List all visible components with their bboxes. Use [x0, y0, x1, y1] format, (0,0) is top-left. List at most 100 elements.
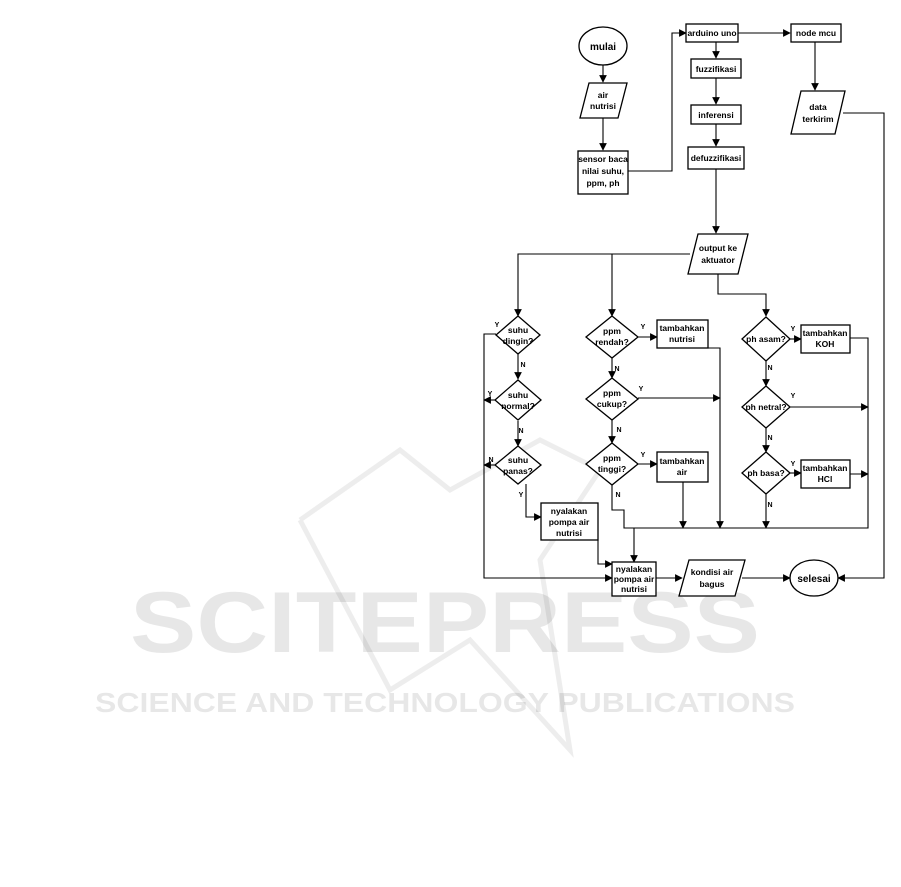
- node-kondisi-air-line: kondisi air: [691, 567, 734, 577]
- node-air-nutrisi-line: air: [598, 90, 609, 100]
- node-data-terkirim-line: data: [809, 102, 827, 112]
- label-y: Y: [488, 391, 493, 398]
- node-tambah-air-line: air: [677, 467, 688, 477]
- node-ppm-cukup-line: ppm: [603, 388, 621, 398]
- node-sensor-line: nilai suhu,: [582, 166, 624, 176]
- node-ppm-cukup-line: cukup?: [597, 399, 627, 409]
- edge-data-to-selesai: [837, 112, 885, 582]
- node-mulai-label: mulai: [590, 42, 616, 53]
- label-n: N: [518, 428, 523, 435]
- node-ppm-rendah: ppm rendah?: [584, 315, 640, 359]
- node-ph-asam: ph asam?: [741, 316, 791, 362]
- node-inferensi-label: inferensi: [698, 110, 733, 120]
- edge-suhu-dingin-yes: [483, 333, 613, 582]
- node-tambah-hcl-line: tambahkan: [803, 463, 848, 473]
- node-inferensi: inferensi: [690, 104, 742, 125]
- label-n: N: [767, 435, 772, 442]
- node-output-aktuator: output ke aktuator: [687, 233, 749, 275]
- node-defuzzifikasi: defuzzifikasi: [687, 146, 745, 170]
- node-sensor-line: ppm, ph: [586, 178, 619, 188]
- node-tambah-koh-line: tambahkan: [803, 328, 848, 338]
- node-air-nutrisi-line: nutrisi: [590, 101, 616, 111]
- label-y: Y: [791, 393, 796, 400]
- label-y: Y: [791, 326, 796, 333]
- node-sensor: sensor baca nilai suhu, ppm, ph: [577, 150, 629, 195]
- node-kondisi-air-line: bagus: [699, 579, 724, 589]
- node-pompa-2-line: nutrisi: [621, 584, 647, 594]
- node-tambah-air-line: tambahkan: [660, 456, 705, 466]
- label-y: Y: [641, 324, 646, 331]
- label-n: N: [767, 502, 772, 509]
- watermark-brand: SCITEPRESS: [130, 575, 760, 671]
- node-sensor-line: sensor baca: [578, 154, 628, 164]
- yes-no-labels: Y N Y N N Y Y N Y N Y N Y N Y N Y N: [488, 322, 796, 509]
- edge-output-to-suhu: [514, 253, 690, 317]
- node-mulai: mulai: [578, 26, 628, 66]
- node-ppm-rendah-line: rendah?: [595, 337, 629, 347]
- node-suhu-normal-line: normal?: [501, 401, 535, 411]
- edge-sensor-to-arduino: [628, 29, 687, 172]
- label-n: N: [520, 362, 525, 369]
- node-ppm-tinggi-line: tinggi?: [598, 464, 626, 474]
- node-defuzzifikasi-label: defuzzifikasi: [691, 153, 742, 163]
- node-ppm-tinggi-line: ppm: [603, 453, 621, 463]
- node-suhu-panas-line: suhu: [508, 455, 528, 465]
- node-pompa-2-line: pompa air: [614, 574, 655, 584]
- label-n: N: [615, 492, 620, 499]
- node-selesai-label: selesai: [797, 574, 831, 585]
- node-node-mcu: node mcu: [790, 23, 842, 43]
- edges: [483, 29, 885, 582]
- node-suhu-panas-line: panas?: [503, 466, 533, 476]
- node-tambah-hcl-line: HCl: [818, 474, 833, 484]
- node-suhu-dingin-line: suhu: [508, 325, 528, 335]
- node-arduino-uno-label: arduino uno: [687, 28, 736, 38]
- label-y: Y: [791, 461, 796, 468]
- node-air-nutrisi: air nutrisi: [579, 82, 628, 119]
- node-tambah-air: tambahkan air: [656, 451, 709, 483]
- node-data-terkirim: data terkirim: [790, 90, 846, 135]
- node-pompa-2: nyalakan pompa air nutrisi: [611, 561, 657, 597]
- node-pompa-2-line: nyalakan: [616, 564, 652, 574]
- node-fuzzifikasi: fuzzifikasi: [690, 58, 742, 79]
- node-ppm-tinggi: ppm tinggi?: [584, 442, 640, 486]
- node-suhu-normal: suhu normal?: [494, 379, 542, 421]
- node-tambah-nutrisi: tambahkan nutrisi: [656, 319, 709, 349]
- node-tambah-koh: tambahkan KOH: [800, 324, 851, 354]
- edge-output-to-ph: [717, 274, 770, 317]
- node-ph-netral: ph netral?: [741, 385, 791, 429]
- label-n: N: [616, 427, 621, 434]
- node-suhu-dingin-line: dingin?: [503, 336, 534, 346]
- node-node-mcu-label: node mcu: [796, 28, 836, 38]
- node-output-aktuator-line: aktuator: [701, 255, 735, 265]
- node-output-aktuator-line: output ke: [699, 243, 738, 253]
- node-tambah-nutrisi-line: tambahkan: [660, 323, 705, 333]
- edge-pompa1-to-pompa2: [597, 540, 613, 568]
- edge-nutrisi-down: [708, 347, 724, 529]
- node-ph-basa-label: ph basa?: [747, 468, 784, 478]
- node-ppm-cukup: ppm cukup?: [584, 377, 640, 421]
- node-suhu-normal-line: suhu: [508, 390, 528, 400]
- node-ph-netral-label: ph netral?: [745, 402, 786, 412]
- node-ph-asam-label: ph asam?: [746, 334, 786, 344]
- node-tambah-koh-line: KOH: [816, 339, 835, 349]
- edge-ppm-tinggi-no: [611, 337, 869, 529]
- edge-suhu-panas-yes: [525, 484, 542, 521]
- node-data-terkirim-line: terkirim: [802, 114, 834, 124]
- watermark-tagline: SCIENCE AND TECHNOLOGY PUBLICATIONS: [95, 687, 795, 718]
- label-y: Y: [519, 492, 524, 499]
- node-pompa-1-line: nutrisi: [556, 528, 582, 538]
- node-ph-basa: ph basa?: [741, 451, 791, 495]
- label-n: N: [488, 457, 493, 464]
- label-y: Y: [641, 452, 646, 459]
- label-y: Y: [495, 322, 500, 329]
- label-n: N: [767, 365, 772, 372]
- node-arduino-uno: arduino uno: [685, 23, 739, 43]
- node-pompa-1: nyalakan pompa air nutrisi: [540, 502, 599, 541]
- node-pompa-1-line: pompa air: [549, 517, 590, 527]
- node-selesai: selesai: [789, 559, 839, 597]
- label-n: N: [614, 366, 619, 373]
- node-tambah-hcl: tambahkan HCl: [800, 459, 851, 489]
- node-ppm-rendah-line: ppm: [603, 326, 621, 336]
- node-pompa-1-line: nyalakan: [551, 506, 587, 516]
